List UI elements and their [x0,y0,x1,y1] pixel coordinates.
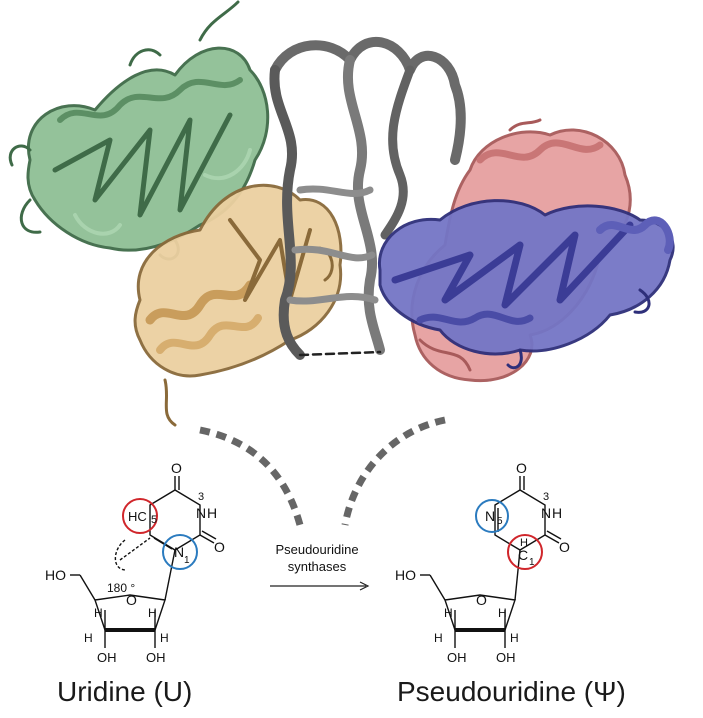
p-c1: C [518,547,528,563]
enzyme-label-line2: synthases [287,559,347,574]
p-c1-num: 1 [529,557,535,568]
u-n1: N [174,544,184,560]
p-n3-num: 3 [543,491,549,503]
pseudouridine-caption: Pseudouridine (Ψ) [397,676,626,707]
u-rotation: 180 ° [107,581,135,595]
pseudouridine-structure: O 3 N H O N 5 H C 1 HO O H H H H OH OH [395,460,570,665]
enzyme-label: Pseudouridine synthases [262,541,372,575]
p-h-d: H [510,631,519,645]
u-n3: N [196,505,206,521]
u-h-c: H [84,631,93,645]
p-ring-o: O [476,592,487,608]
blue-subunit [377,199,675,370]
p-o-top: O [516,460,527,476]
p-n5: N [485,508,495,524]
p-ho: HO [395,567,416,583]
u-ho: HO [45,567,66,583]
p-h-c: H [434,631,443,645]
uridine-caption: Uridine (U) [57,676,193,707]
p-n3: N [541,505,551,521]
u-h-d: H [160,631,169,645]
u-o-right: O [214,539,225,555]
uridine-structure: O 3 N H O HC 5 N 1 180 ° HO O H H H H OH… [45,460,225,665]
u-o-top: O [171,460,182,476]
u-c5-num: 5 [151,514,157,526]
u-ring-o: O [126,592,137,608]
p-h-nh: H [552,505,562,521]
protein-structure [8,0,675,427]
p-oh1: OH [447,650,467,665]
dotted-connectors [199,416,446,526]
u-h-b: H [148,606,157,620]
p-o-right: O [559,539,570,555]
u-n1-num: 1 [184,555,190,566]
p-n5-num: 5 [497,516,503,527]
rna-ribbon [269,37,466,360]
p-h-a: H [444,606,453,620]
u-h-nh: H [207,505,217,521]
reaction-arrow [270,581,370,591]
enzyme-label-line1: Pseudouridine [275,542,359,557]
p-oh2: OH [496,650,516,665]
p-h-c1: H [520,537,528,549]
green-subunit [8,0,270,261]
u-oh1: OH [97,650,117,665]
u-hc: HC [128,509,147,524]
u-h-a: H [94,606,103,620]
u-oh2: OH [146,650,166,665]
p-h-b: H [498,606,507,620]
u-n3-num: 3 [198,491,204,503]
